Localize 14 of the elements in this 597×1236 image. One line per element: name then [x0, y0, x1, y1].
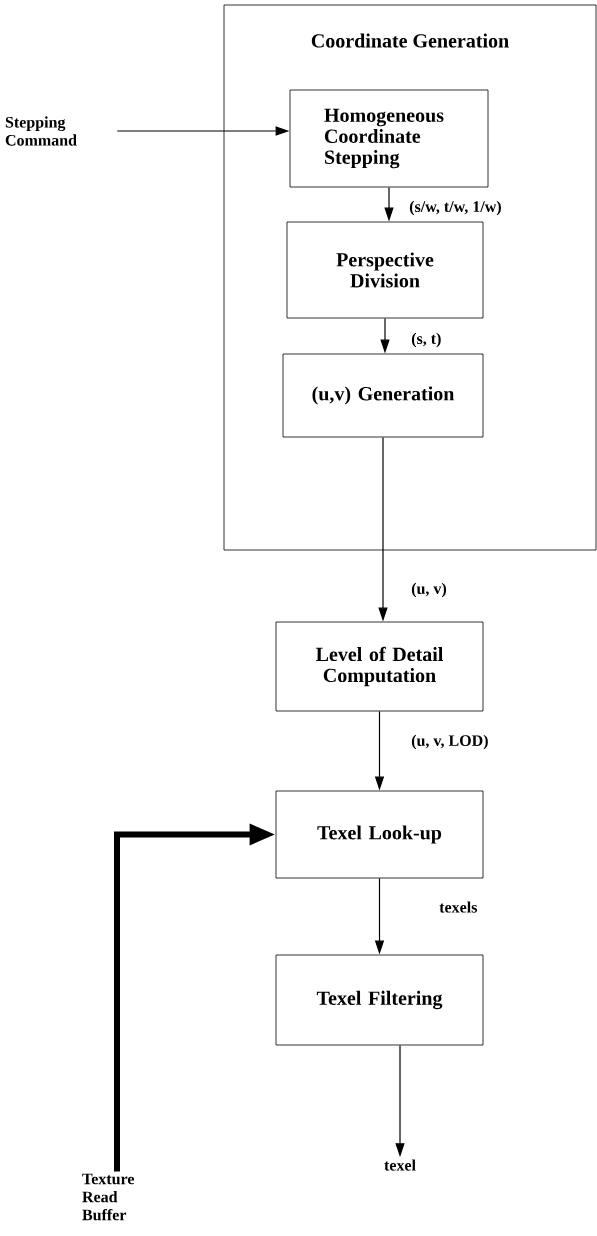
- edge-label: (u, v, LOD): [410, 733, 490, 751]
- input-label: texel: [384, 1159, 416, 1171]
- process-box: Level of Detail Computation: [275, 621, 484, 712]
- process-box: Homogeneous Coordinate Stepping: [289, 89, 489, 188]
- process-box: Texel Look-up: [275, 790, 484, 879]
- process-box: Texel Filtering: [275, 954, 484, 1046]
- edge-label: (s/w, t/w, 1/w): [408, 199, 503, 217]
- process-box: (u,v) Generation: [282, 353, 484, 438]
- input-label: Stepping Command: [5, 116, 77, 146]
- edge-label: texels: [438, 900, 479, 914]
- edge-label: (s, t): [410, 331, 443, 349]
- input-label: Texture Read Buffer: [82, 1173, 135, 1221]
- edge-label: (u, v): [410, 581, 448, 599]
- process-box: Perspective Division: [286, 221, 484, 319]
